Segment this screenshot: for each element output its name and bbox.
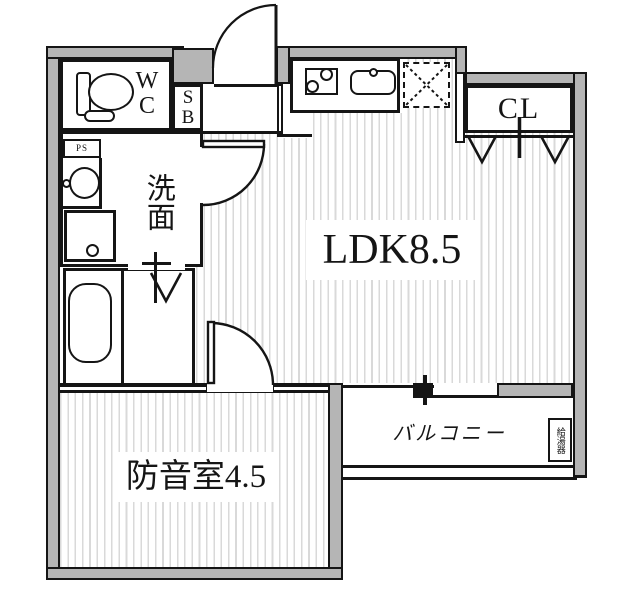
soundproof-door-sill xyxy=(206,383,274,393)
washing-machine-drain-icon xyxy=(86,244,99,257)
window-center-tick xyxy=(423,375,427,405)
top-wall-west xyxy=(46,46,184,59)
bathtub-icon xyxy=(68,283,112,363)
closet-label: CL xyxy=(497,92,541,126)
balcony-railing-line xyxy=(343,477,577,480)
stove-burner-icon xyxy=(320,68,333,81)
shoe-box xyxy=(172,84,203,131)
balcony-edge-line xyxy=(343,465,573,468)
kitchen-return-wall-line xyxy=(278,134,312,137)
genkan-floor xyxy=(203,84,283,134)
washroom-label: 洗面 xyxy=(142,173,175,231)
washroom-door-gap xyxy=(198,147,205,203)
top-step-wall xyxy=(455,46,467,74)
room-divider-wall xyxy=(328,383,343,580)
water-heater-box xyxy=(548,418,572,462)
kitchen-right-gap xyxy=(398,57,405,113)
top-wall-center xyxy=(288,46,467,59)
stove-burner-icon xyxy=(306,80,319,93)
soundproof-top-wall-line xyxy=(60,383,330,387)
pipe-space-box xyxy=(63,139,101,158)
outside-top-right xyxy=(465,44,587,72)
entrance-threshold-line xyxy=(214,84,278,87)
closet-partition-wall xyxy=(455,59,465,143)
closet-front-line xyxy=(465,135,573,138)
soundproof-top-wall-gap xyxy=(60,387,330,390)
toilet-base-icon xyxy=(84,110,115,122)
window-side-wall xyxy=(497,383,573,398)
soundproof-room-label: 防音室4.5 xyxy=(118,452,274,502)
window-sash-line xyxy=(338,385,434,388)
basin-cell-bottom-line xyxy=(60,206,102,209)
basin-cell-right-line xyxy=(99,158,102,208)
right-wall-cap xyxy=(573,475,587,478)
ldk-label: LDK8.5 xyxy=(306,220,478,280)
window-sash-line xyxy=(414,395,497,398)
washbasin-spout-icon xyxy=(62,179,71,188)
genkan-partition-wall xyxy=(277,84,283,137)
entrance-doorway xyxy=(214,40,276,84)
shoe-box-label: SB xyxy=(181,87,195,128)
bath-door-threshold xyxy=(128,264,185,270)
wc-label: WC xyxy=(135,67,159,119)
genkan-step-line xyxy=(203,131,283,134)
bathroom-divider-line xyxy=(121,268,124,387)
top-wall-east xyxy=(465,72,587,85)
water-heater-label: 給湯器 xyxy=(555,426,566,454)
pipe-space-label: PS xyxy=(75,142,88,153)
balcony-label: バルコニー xyxy=(392,422,507,445)
right-wall xyxy=(573,72,587,478)
refrigerator-space xyxy=(403,62,450,108)
left-wall xyxy=(46,46,60,580)
faucet-icon xyxy=(369,68,378,77)
entrance-notch-wall xyxy=(172,48,214,84)
bottom-wall xyxy=(46,567,343,580)
toilet-bowl-icon xyxy=(88,73,134,111)
soundproof-top-wall-line2 xyxy=(60,390,330,393)
washbasin-icon xyxy=(69,167,100,199)
